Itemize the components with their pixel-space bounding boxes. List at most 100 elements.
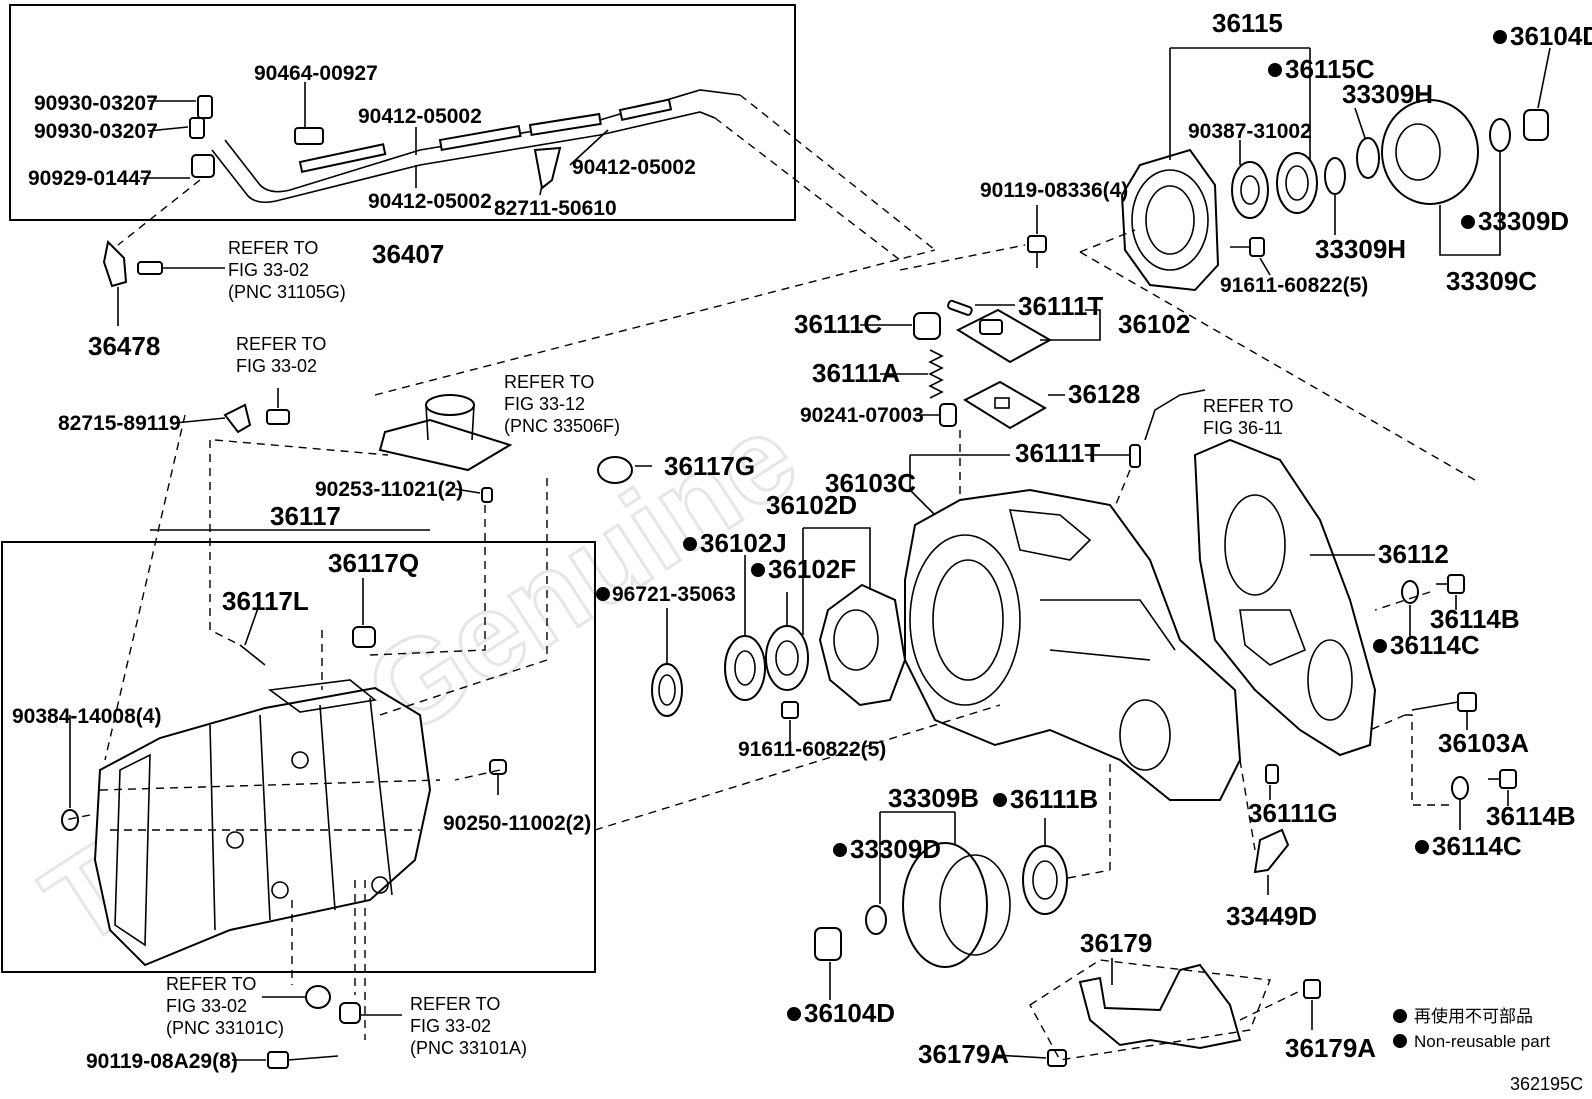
pin-90253 (481, 487, 493, 503)
case-group-box (1, 541, 596, 973)
non-reusable-marker-36104D-bot (787, 1007, 801, 1021)
refer-33-02-line1: REFER TO (236, 334, 326, 354)
label-36102J: 36102J (700, 528, 787, 558)
spring-36111A (928, 349, 944, 399)
label-36104D-top: 36104D (1510, 21, 1592, 51)
breather-hose-group-box (9, 4, 796, 221)
label-36104D-bot: 36104D (804, 998, 895, 1028)
refer-33506F-line2: FIG 33-12 (504, 394, 585, 414)
rear-cover-36112 (1193, 438, 1377, 757)
part-labels: 36115 36115C 36104D 33309H 90387-31002 3… (12, 8, 1592, 1073)
label-36102D: 36102D (766, 490, 857, 520)
non-reusable-marker-36111B (993, 793, 1007, 807)
plug-33101C (305, 985, 331, 1009)
label-36407: 36407 (372, 239, 444, 269)
joint-90929 (191, 154, 215, 178)
ball-90241 (939, 403, 957, 427)
washer-33309D-top (1489, 118, 1511, 152)
flange-33309B (902, 842, 1011, 968)
label-33309H-top: 33309H (1342, 79, 1433, 109)
pin-90250 (489, 759, 507, 775)
bolt-90119-08A29 (267, 1051, 339, 1069)
bolt-36114B-bot (1488, 769, 1517, 789)
label-36114C-top: 36114C (1390, 630, 1480, 660)
refer-36-11-line1: REFER TO (1203, 396, 1293, 416)
non-reusable-marker-36104D-top (1493, 30, 1507, 44)
refer-33101A-line2: FIG 33-02 (410, 1016, 491, 1036)
non-reusable-marker-36114C-bot (1415, 840, 1429, 854)
label-90930-a: 90930-03207 (34, 92, 158, 115)
label-33309D-top: 33309D (1478, 206, 1569, 236)
gasket-36128 (962, 380, 1048, 430)
washer-33309D-bot (865, 905, 887, 935)
oil-seal-36111B (1022, 845, 1068, 915)
bolt-36114B-top (1436, 574, 1465, 594)
refer-33101A-line1: REFER TO (410, 994, 500, 1014)
label-36112: 36112 (1378, 539, 1449, 569)
bolt-91611-top (1230, 237, 1265, 257)
non-reusable-marker-96721 (596, 587, 610, 601)
legend-english: Non-reusable part (1414, 1032, 1550, 1051)
label-90412-c: 90412-05002 (572, 156, 696, 179)
spacer-33309H-b (1356, 137, 1380, 179)
refer-36-11-line2: FIG 36-11 (1203, 418, 1283, 438)
plug-90384 (61, 809, 79, 831)
pin-36111T-mid (1129, 444, 1141, 468)
label-90412-a: 90412-05002 (358, 105, 482, 128)
label-90119-08A29: 90119-08A29(8) (86, 1050, 238, 1073)
flange-33309C (1381, 99, 1479, 205)
non-reusable-marker-36115C (1268, 63, 1282, 77)
bearing-36102F (765, 625, 809, 691)
bracket-33449D (1253, 828, 1290, 874)
legend-dot-chinese (1393, 1009, 1407, 1023)
bolt-90119-08336 (1027, 235, 1047, 268)
spacer-33309H-a (1324, 157, 1346, 195)
label-36179A-left: 36179A (918, 1039, 1009, 1069)
diagram-code: 362195C (1510, 1074, 1583, 1094)
label-36102: 36102 (1118, 309, 1190, 339)
bolt-91611-mid (781, 701, 799, 719)
label-36111G: 36111G (1248, 798, 1338, 828)
adapter-36102D (818, 583, 907, 707)
plug-33101A (339, 1002, 361, 1024)
label-36117Q: 36117Q (328, 548, 419, 578)
label-90250: 90250-11002(2) (443, 812, 591, 835)
label-36179: 36179 (1080, 928, 1152, 958)
label-90464: 90464-00927 (254, 62, 378, 85)
label-90241: 90241-07003 (800, 404, 924, 427)
label-36114B-bot: 36114B (1486, 801, 1576, 831)
label-82715: 82715-89119 (58, 412, 181, 435)
label-90119-08336: 90119-08336(4) (980, 179, 1128, 202)
refer-block-33101A: REFER TO FIG 33-02 (PNC 33101A) (410, 994, 527, 1058)
label-36111T-top: 36111T (1018, 291, 1103, 321)
label-36117: 36117 (270, 501, 341, 531)
washer-36114C-top (1401, 580, 1419, 604)
refer-33101A-line3: (PNC 33101A) (410, 1038, 527, 1058)
label-36179A-right: 36179A (1285, 1033, 1376, 1063)
plug-36117G (597, 456, 633, 484)
transfer-case-36117 (93, 679, 432, 967)
non-reusable-marker-33309D-bot (833, 843, 847, 857)
label-36102F: 36102F (768, 554, 856, 584)
clip-36478 (102, 239, 163, 288)
label-82711: 82711-50610 (494, 197, 617, 220)
refer-33-02-line2: FIG 33-02 (236, 356, 317, 376)
label-33309B: 33309B (888, 783, 979, 813)
refer-block-33101C: REFER TO FIG 33-02 (PNC 33101C) (166, 974, 284, 1038)
bolt-36103A (1411, 692, 1477, 712)
refer-31105G-line3: (PNC 31105G) (228, 282, 346, 302)
pin-36111T-top (947, 299, 973, 316)
label-33309D-bot: 33309D (850, 834, 941, 864)
clamp-90464 (294, 127, 324, 145)
nut-36104D-top (1523, 109, 1549, 141)
refer-block-fig-33-02: REFER TO FIG 33-02 (236, 334, 326, 376)
pin-36111G (1265, 764, 1279, 784)
label-90253: 90253-11021(2) (315, 478, 463, 501)
bolt-36179A-left (1047, 1049, 1067, 1067)
refer-33506F-line1: REFER TO (504, 372, 594, 392)
label-33309C: 33309C (1446, 266, 1537, 296)
refer-31105G-line2: FIG 33-02 (228, 260, 309, 280)
label-36111C: 36111C (794, 309, 882, 339)
pin-36117L (239, 644, 266, 666)
